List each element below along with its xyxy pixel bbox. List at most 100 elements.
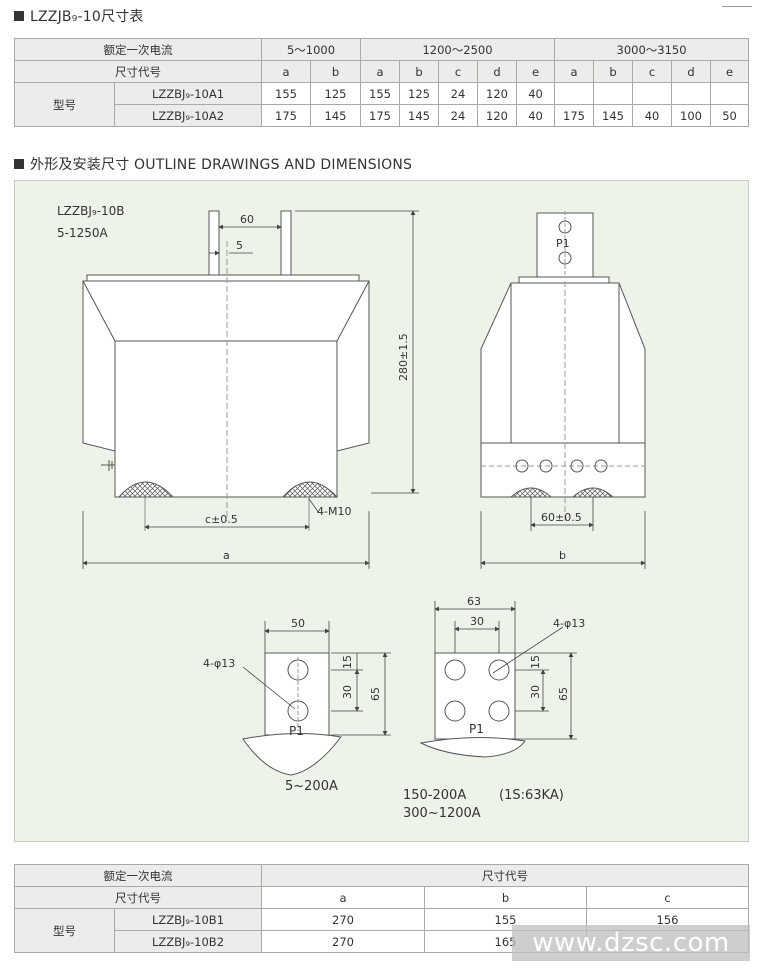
dim-a-label: a	[223, 549, 230, 562]
mount-foot-left	[509, 487, 553, 498]
mount-foot-right	[281, 481, 339, 498]
outline-drawing-panel: LZZBJ₉-10B 5-1250A	[14, 180, 749, 842]
bullet-square-icon	[14, 159, 24, 169]
value-cell: 175	[360, 104, 400, 127]
table-row: LZZBJ₉-10A2 175 145 175 145 24 120 40 17…	[14, 104, 750, 127]
value-cell: 100	[671, 104, 712, 127]
dim-c-label: c±0.5	[205, 513, 238, 526]
p1-label: P1	[289, 724, 304, 738]
value-cell: 145	[310, 104, 361, 127]
rated-current-label: 额定一次电流	[14, 864, 262, 887]
value-cell: 40	[515, 82, 556, 105]
dim-b	[480, 511, 646, 569]
dim-b-label: b	[559, 549, 566, 562]
range-label-small1: 5~200A	[285, 779, 338, 794]
current-group-1: 5～1000	[261, 38, 361, 61]
current-group-3: 3000～3150	[554, 38, 750, 61]
dim-c	[144, 498, 320, 530]
code-cell: c	[438, 60, 478, 83]
value-cell: 155	[360, 82, 400, 105]
top-right-mark	[722, 0, 752, 7]
value-cell: 270	[261, 930, 425, 953]
value-cell	[554, 82, 595, 105]
code-cell: a	[360, 60, 400, 83]
dim-65-label: 65	[369, 687, 382, 701]
value-cell: 120	[477, 104, 517, 127]
code-cell: b	[424, 886, 587, 909]
dim-50-label: 50	[291, 617, 305, 630]
dim-5-label: 5	[236, 239, 243, 252]
table-row: 尺寸代号 a b c	[14, 886, 750, 909]
section2-title: 外形及安装尺寸 OUTLINE DRAWINGS AND DIMENSIONS	[14, 154, 412, 174]
dim-a	[82, 511, 370, 569]
dim-m10-label: 4-M10	[317, 505, 351, 518]
code-cell: b	[593, 60, 634, 83]
code-cell: c	[585, 886, 750, 909]
code-cell: a	[554, 60, 595, 83]
value-cell: 50	[710, 104, 750, 127]
code-cell: e	[515, 60, 556, 83]
range-label-small2b: (1S:63KA)	[499, 788, 564, 803]
value-cell: 120	[477, 82, 517, 105]
front-view	[82, 210, 370, 521]
table-row: 额定一次电流 尺寸代号	[14, 864, 750, 887]
value-cell	[710, 82, 750, 105]
model-name: LZZBJ₉-10A1	[114, 82, 262, 105]
terminal-view-2	[419, 601, 577, 758]
code-cell: a	[261, 60, 311, 83]
range-label-small2c: 300~1200A	[403, 806, 481, 821]
value-cell: 145	[399, 104, 439, 127]
code-cell: b	[310, 60, 361, 83]
model-label: 型号	[14, 908, 115, 953]
value-cell: 155	[261, 82, 311, 105]
hole-label: 4-φ13	[553, 617, 585, 630]
outline-drawing: LZZBJ₉-10B 5-1250A	[57, 204, 646, 821]
table1-title: LZZJB₉-10尺寸表	[14, 6, 144, 26]
dim-15-label: 15	[529, 655, 542, 669]
value-cell: 125	[310, 82, 361, 105]
range-label: 5-1250A	[57, 226, 109, 240]
value-cell: 175	[261, 104, 311, 127]
dim-63-label: 63	[467, 595, 481, 608]
value-cell	[671, 82, 712, 105]
table-row: 额定一次电流 5～1000 1200～2500 3000～3150	[14, 38, 750, 61]
table-row: 尺寸代号 a b a b c d e a b c d e	[14, 60, 750, 83]
code-cell: d	[477, 60, 517, 83]
value-cell: 175	[554, 104, 595, 127]
current-group-2: 1200～2500	[359, 38, 556, 61]
hole-label: 4-φ13	[203, 657, 235, 670]
dim-30-label: 30	[341, 685, 354, 699]
value-cell: 24	[438, 82, 478, 105]
dim-60-label: 60	[240, 213, 254, 226]
dim-height-label: 280±1.5	[397, 333, 410, 381]
model-name: LZZBJ₉-10B1	[114, 908, 262, 931]
bullet-square-icon	[14, 11, 24, 21]
watermark: www.dzsc.com	[512, 925, 750, 961]
range-label-small2a: 150-200A	[403, 788, 466, 803]
p1-label: P1	[469, 722, 484, 736]
value-cell	[632, 82, 673, 105]
model-label: 型号	[14, 82, 115, 127]
rated-current-label: 额定一次电流	[14, 38, 262, 61]
code-cell: d	[671, 60, 712, 83]
mount-foot-left	[117, 481, 175, 498]
terminal-view-1	[242, 621, 391, 776]
model-name: LZZBJ₉-10B2	[114, 930, 262, 953]
value-cell: 24	[438, 104, 478, 127]
code-cell: e	[710, 60, 750, 83]
dim-65-label: 65	[557, 687, 570, 701]
size-code-label: 尺寸代号	[14, 886, 262, 909]
code-cell: a	[261, 886, 425, 909]
value-cell: 270	[261, 908, 425, 931]
dim-30-label: 30	[529, 685, 542, 699]
dim-30w-label: 30	[470, 615, 484, 628]
dim-60b-label: 60±0.5	[541, 511, 582, 524]
table-row: 型号 LZZBJ₉-10A1 155 125 155 125 24 120 40	[14, 82, 750, 127]
dim-60b	[530, 497, 594, 531]
p1-label: P1	[556, 237, 570, 250]
size-code-header: 尺寸代号	[260, 864, 750, 887]
size-code-label: 尺寸代号	[14, 60, 262, 83]
side-view	[480, 211, 646, 521]
code-cell: c	[632, 60, 673, 83]
value-cell: 125	[399, 82, 439, 105]
